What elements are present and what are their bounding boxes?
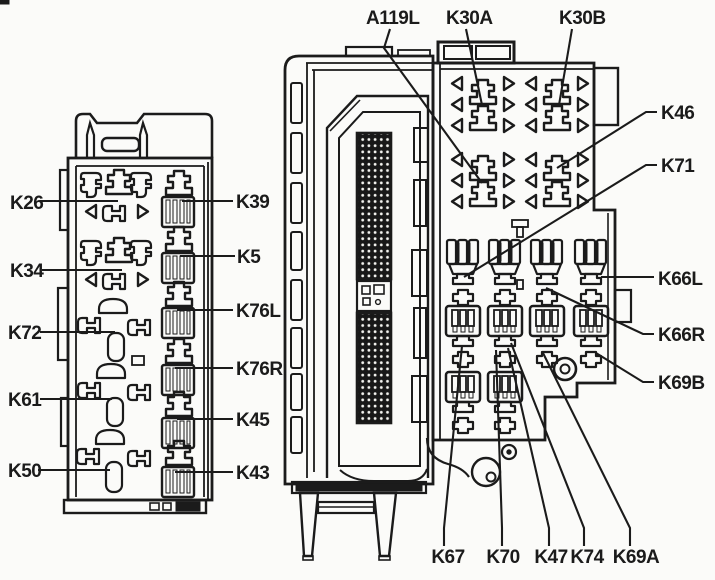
callout-label-K43: K43 xyxy=(236,463,269,484)
callout-label-K71: K71 xyxy=(661,156,695,177)
callout-label-K72: K72 xyxy=(8,323,41,344)
callout-label-K61: K61 xyxy=(8,390,42,411)
callout-label-K69B: K69B xyxy=(658,373,705,394)
mounting-boss xyxy=(552,356,578,382)
callout-label-K67: K67 xyxy=(431,547,464,568)
callout-label-K66L: K66L xyxy=(658,269,703,290)
leader-line-K30B xyxy=(557,28,574,106)
fuse-cluster-grid xyxy=(450,75,590,210)
callout-label-K70: K70 xyxy=(486,547,519,568)
fuse-relay-panel-drawing xyxy=(431,40,633,442)
leader-line-K46 xyxy=(556,110,657,169)
callout-label-A119L: A119L xyxy=(366,8,420,29)
callout-label-K34: K34 xyxy=(10,261,44,282)
callout-label-K76R: K76R xyxy=(236,359,283,380)
leader-line-K70 xyxy=(494,349,504,546)
leader-line-K69A xyxy=(542,352,632,546)
callout-label-K74: K74 xyxy=(570,547,604,568)
callout-label-K30A: K30A xyxy=(446,8,493,29)
leader-line-K69B xyxy=(595,352,654,384)
callout-label-K5: K5 xyxy=(237,247,261,268)
callout-label-K39: K39 xyxy=(236,192,269,213)
callout-label-K30B: K30B xyxy=(559,8,606,29)
callout-label-K66R: K66R xyxy=(658,325,705,346)
callout-label-K26: K26 xyxy=(10,193,43,214)
leader-line-K47 xyxy=(506,347,551,546)
leader-line-K71 xyxy=(463,163,657,278)
scan-artifact xyxy=(0,0,10,5)
callout-label-K46: K46 xyxy=(661,103,694,124)
callout-label-K47: K47 xyxy=(534,547,567,568)
leader-line-K67 xyxy=(442,345,464,546)
left-fuse-panel-drawing xyxy=(56,112,214,515)
leader-line-K30A xyxy=(464,28,484,106)
leader-line-K74 xyxy=(510,342,586,546)
callout-label-K69A: K69A xyxy=(613,547,660,568)
connector-housing-drawing xyxy=(283,45,518,561)
leader-line-K66R xyxy=(545,287,654,336)
relay-grid xyxy=(444,238,610,435)
leader-line-A119L xyxy=(382,28,483,184)
callout-label-K76L: K76L xyxy=(236,301,281,322)
callout-label-K45: K45 xyxy=(236,410,270,431)
callout-label-K50: K50 xyxy=(8,461,41,482)
